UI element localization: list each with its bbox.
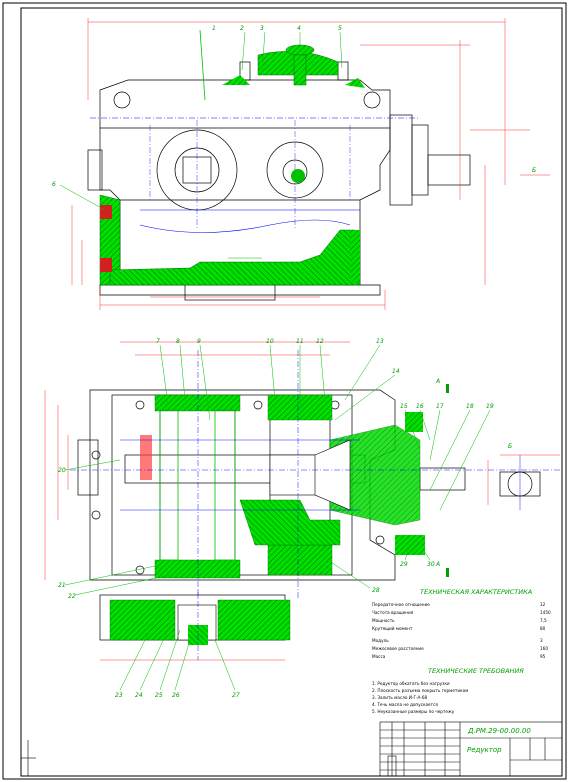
callout: 23 bbox=[115, 692, 123, 699]
req-line: 3. Залить масло И-Г-А-68 bbox=[372, 695, 428, 700]
callout: 9 bbox=[197, 338, 201, 345]
tech-value: 12 bbox=[540, 602, 546, 607]
document-code: Д.РМ.29-00.00.00 bbox=[467, 727, 531, 735]
req-line: 1. Редуктор обкатать без нагрузки bbox=[372, 681, 450, 686]
tech-value: 3 bbox=[540, 638, 543, 643]
view-label-lower: Б bbox=[508, 443, 512, 450]
callout: 26 bbox=[172, 692, 180, 699]
callout: 7 bbox=[156, 338, 160, 345]
tech-requirements: ТЕХНИЧЕСКИЕ ТРЕБОВАНИЯ 1. Редуктор обкат… bbox=[372, 667, 524, 714]
callout: 11 bbox=[296, 338, 304, 345]
callout: 29 bbox=[400, 561, 408, 568]
callout: 27 bbox=[232, 692, 240, 699]
section-label-lower: А bbox=[435, 561, 440, 568]
tech-value: 1450 bbox=[540, 610, 551, 615]
document-title: Редуктор bbox=[467, 746, 502, 754]
leader-lines bbox=[59, 31, 491, 691]
callout: 4 bbox=[297, 25, 301, 32]
callout: 18 bbox=[466, 403, 474, 410]
callout: 24 bbox=[135, 692, 143, 699]
callout: 22 bbox=[68, 593, 76, 600]
tech-line: Модуль bbox=[372, 638, 389, 643]
callout: 14 bbox=[392, 368, 400, 375]
callout-numbers: 1 2 3 4 5 6 7 8 9 10 11 12 13 14 15 16 1… bbox=[52, 25, 494, 699]
callout: 5 bbox=[338, 25, 342, 32]
callout: 25 bbox=[155, 692, 163, 699]
tech-value: 160 bbox=[540, 646, 548, 651]
callout: 10 bbox=[266, 338, 274, 345]
callout: 8 bbox=[176, 338, 180, 345]
tech-line: Масса bbox=[372, 654, 386, 659]
callout: 28 bbox=[372, 587, 380, 594]
callout: 16 bbox=[416, 403, 424, 410]
callout: 20 bbox=[58, 467, 66, 474]
tech-line: Межосевое расстояние bbox=[372, 646, 424, 651]
tech-value: 7,5 bbox=[540, 618, 547, 623]
callout: 6 bbox=[52, 181, 56, 188]
req-line: 5. Неуказанные размеры по чертежу bbox=[372, 709, 455, 714]
callout: 1 bbox=[212, 25, 216, 32]
tech-line: Передаточное отношение bbox=[372, 602, 430, 607]
title-block bbox=[21, 721, 563, 777]
req-line: 4. Течь масла не допускается bbox=[372, 702, 438, 707]
callout: 17 bbox=[436, 403, 444, 410]
view-label: Б bbox=[532, 167, 536, 174]
callout: 15 bbox=[400, 403, 408, 410]
callout: 2 bbox=[240, 25, 244, 32]
tech-characteristics: ТЕХНИЧЕСКАЯ ХАРАКТЕРИСТИКА Передаточное … bbox=[372, 588, 551, 659]
req-heading: ТЕХНИЧЕСКИЕ ТРЕБОВАНИЯ bbox=[428, 667, 524, 675]
tech-heading: ТЕХНИЧЕСКАЯ ХАРАКТЕРИСТИКА bbox=[420, 588, 532, 596]
callout: 12 bbox=[316, 338, 324, 345]
tech-value: 95 bbox=[540, 654, 546, 659]
callout: 3 bbox=[260, 25, 264, 32]
tech-value: 80 bbox=[540, 626, 546, 631]
callout: 19 bbox=[486, 403, 494, 410]
tech-line: Крутящий момент bbox=[372, 626, 413, 631]
callout: 13 bbox=[376, 338, 384, 345]
lower-section bbox=[99, 590, 291, 661]
req-line: 2. Плоскость разъема покрыть герметиком bbox=[372, 688, 468, 693]
callout: 30 bbox=[427, 561, 435, 568]
section-label: А bbox=[435, 378, 440, 385]
front-view-sections bbox=[71, 18, 550, 310]
tech-line: Частота вращения bbox=[372, 610, 414, 615]
tech-line: Мощность bbox=[372, 618, 395, 623]
plan-section-hatching bbox=[44, 341, 560, 600]
callout: 21 bbox=[58, 582, 66, 589]
